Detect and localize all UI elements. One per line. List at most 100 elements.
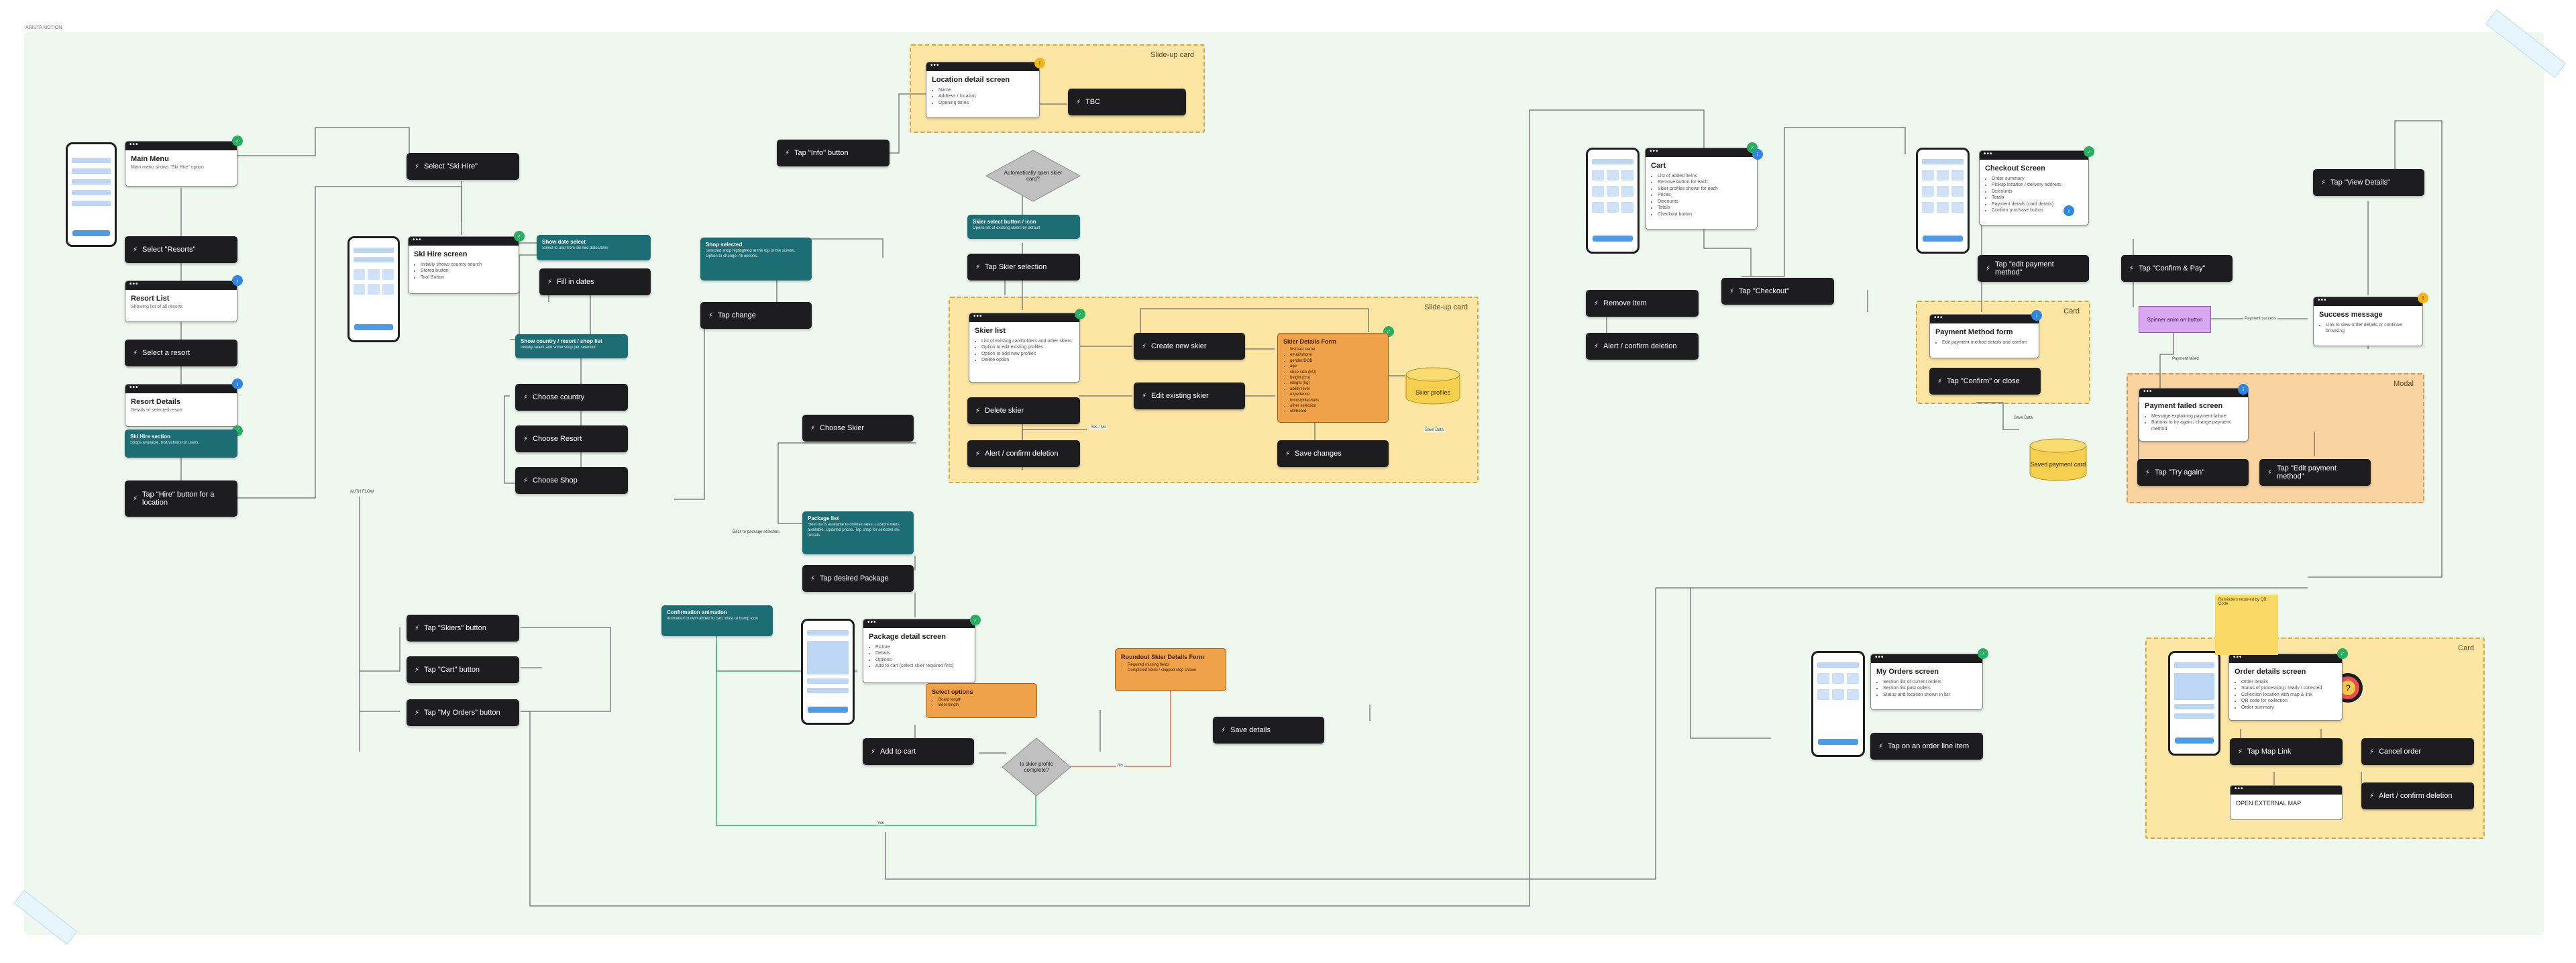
lightning-icon: ⚡: [523, 435, 529, 443]
note-title: Show country / resort / shop list: [521, 338, 602, 344]
step-fill-dates[interactable]: ⚡Fill in dates: [539, 268, 651, 295]
step-select-resorts[interactable]: ⚡Select "Resorts": [125, 236, 237, 263]
step-edit-skier[interactable]: ⚡Edit existing skier: [1134, 383, 1245, 409]
phone-mockup-checkout: [1916, 148, 1970, 254]
card-header: •••: [969, 313, 1079, 322]
lightning-icon: ⚡: [1076, 98, 1081, 106]
list-item: Message explaining payment failure: [2151, 413, 2243, 419]
step-tbc[interactable]: ⚡TBC: [1068, 89, 1186, 115]
step-tap-change[interactable]: ⚡Tap change: [700, 302, 812, 329]
success-badge-icon: ✓: [1075, 309, 1085, 319]
list-item: Remove button for each: [1658, 179, 1752, 185]
list-item: height (cm): [1290, 375, 1383, 381]
form-title: Roundout Skier Details Form: [1121, 654, 1205, 660]
lightning-icon: ⚡: [2129, 264, 2135, 272]
step-tap-my-orders[interactable]: ⚡Tap "My Orders" button: [407, 699, 519, 726]
card-title: Checkout Screen: [1985, 164, 2045, 172]
edge-label: Yes: [876, 821, 885, 825]
list-item: experience: [1290, 392, 1383, 397]
step-select-resort[interactable]: ⚡Select a resort: [125, 340, 237, 366]
list-item: Details: [875, 650, 969, 656]
list-item: Prices: [1658, 192, 1752, 198]
list-item: Options: [875, 657, 969, 663]
step-tap-edit-payment[interactable]: ⚡Tap "edit payment method": [1978, 255, 2089, 282]
lightning-icon: ⚡: [2369, 792, 2375, 800]
step-tap-order-line[interactable]: ⚡Tap on an order line item: [1870, 733, 1983, 760]
note-title: Shop selected: [706, 242, 743, 248]
lightning-icon: ⚡: [2145, 468, 2151, 476]
area-title: Slide-up card: [1150, 51, 1194, 59]
step-tap-confirm-pay[interactable]: ⚡Tap "Confirm & Pay": [2121, 255, 2233, 282]
step-label: Remove item: [1603, 299, 1647, 307]
step-tap-map-link[interactable]: ⚡Tap Map Link: [2230, 738, 2343, 765]
step-select-ski-hire[interactable]: ⚡Select "Ski Hire": [407, 153, 519, 180]
step-tap-info[interactable]: ⚡Tap "Info" button: [777, 140, 890, 166]
step-tap-cart[interactable]: ⚡Tap "Cart" button: [407, 656, 519, 683]
step-label: Cancel order: [2379, 748, 2422, 756]
list-item: Order details: [2241, 679, 2337, 685]
step-alert-delete-skier[interactable]: ⚡Alert / confirm deletion: [967, 440, 1080, 467]
lightning-icon: ⚡: [975, 450, 981, 458]
card-header: •••: [1980, 151, 2088, 160]
step-tap-edit-payment-2[interactable]: ⚡Tap "Edit payment method": [2259, 459, 2371, 486]
card-skier-list: •••Skier listList of existing cardholder…: [969, 313, 1080, 383]
step-tap-view-details[interactable]: ⚡Tap "View Details": [2313, 169, 2424, 196]
edge-label: Back to package selection: [731, 530, 781, 534]
card-cart: •••CartList of added itemsRemove button …: [1645, 148, 1758, 230]
success-badge-icon: ✓: [970, 615, 981, 625]
lightning-icon: ⚡: [871, 748, 876, 756]
card-order-details: •••Order details screenOrder detailsStat…: [2229, 654, 2343, 721]
lightning-icon: ⚡: [810, 574, 816, 582]
step-alert-cancel[interactable]: ⚡Alert / confirm deletion: [2361, 782, 2474, 809]
lightning-icon: ⚡: [1142, 392, 1147, 400]
card-header: •••: [125, 142, 237, 150]
lightning-icon: ⚡: [1594, 342, 1599, 350]
edge-label: Payment failed: [2171, 357, 2200, 361]
decision-profile-complete-icon: [1002, 738, 1071, 797]
list-item: Delete option: [981, 357, 1074, 363]
list-item: email/phone: [1290, 352, 1383, 358]
step-tap-checkout[interactable]: ⚡Tap "Checkout": [1721, 278, 1834, 305]
confetti-tape-icon: [13, 9, 2566, 945]
step-tap-confirm-close[interactable]: ⚡Tap "Confirm" or close: [1929, 368, 2041, 395]
open-external-map-card[interactable]: •••OPEN EXTERNAL MAP: [2230, 785, 2343, 820]
step-create-skier[interactable]: ⚡Create new skier: [1134, 333, 1245, 360]
step-label: Add to cart: [880, 748, 916, 756]
card-title: Main Menu: [131, 155, 169, 163]
card-header: •••: [2229, 654, 2342, 663]
step-cancel-order[interactable]: ⚡Cancel order: [2361, 738, 2474, 765]
step-tap-skier-selection[interactable]: ⚡Tap Skier selection: [967, 254, 1080, 281]
step-choose-shop[interactable]: ⚡Choose Shop: [515, 467, 628, 494]
step-delete-skier[interactable]: ⚡Delete skier: [967, 397, 1080, 424]
list-item: gender/DOB: [1290, 358, 1383, 364]
step-save-changes[interactable]: ⚡Save changes: [1277, 440, 1389, 467]
step-label: Tap "Hire" button for a location: [142, 491, 215, 507]
lightning-icon: ⚡: [415, 624, 420, 632]
step-remove-item[interactable]: ⚡Remove item: [1586, 290, 1699, 317]
lightning-icon: ⚡: [810, 424, 816, 432]
step-save-details[interactable]: ⚡Save details: [1213, 717, 1324, 744]
step-choose-country[interactable]: ⚡Choose country: [515, 384, 628, 411]
step-tap-try-again[interactable]: ⚡Tap "Try again": [2137, 459, 2249, 486]
form-skier-details: Skier Details Form first/last nameemail/…: [1277, 333, 1389, 423]
step-add-to-cart[interactable]: ⚡ Add to cart: [863, 738, 974, 765]
step-label: Fill in dates: [557, 278, 594, 286]
card-title: Cart: [1651, 162, 1666, 170]
list-item: QR code for collection: [2241, 698, 2337, 704]
step-choose-resort[interactable]: ⚡Choose Resort: [515, 425, 628, 452]
step-label: Tap change: [718, 311, 756, 319]
card-title: Location detail screen: [932, 76, 1010, 84]
note-desc: Opens list of existing skiers by default: [973, 226, 1040, 230]
board-label: ARISTA MOTION: [25, 26, 62, 30]
step-choose-skier[interactable]: ⚡Choose Skier: [802, 415, 914, 442]
step-tap-hire-location[interactable]: ⚡Tap "Hire" button for a location: [125, 480, 237, 517]
step-tap-skiers[interactable]: ⚡Tap "Skiers" button: [407, 615, 519, 642]
note-title: Skier select button / icon: [973, 219, 1036, 225]
lightning-icon: ⚡: [2238, 748, 2243, 756]
step-alert-remove[interactable]: ⚡Alert / confirm deletion: [1586, 333, 1699, 360]
step-tap-package[interactable]: ⚡Tap desired Package: [802, 565, 914, 592]
